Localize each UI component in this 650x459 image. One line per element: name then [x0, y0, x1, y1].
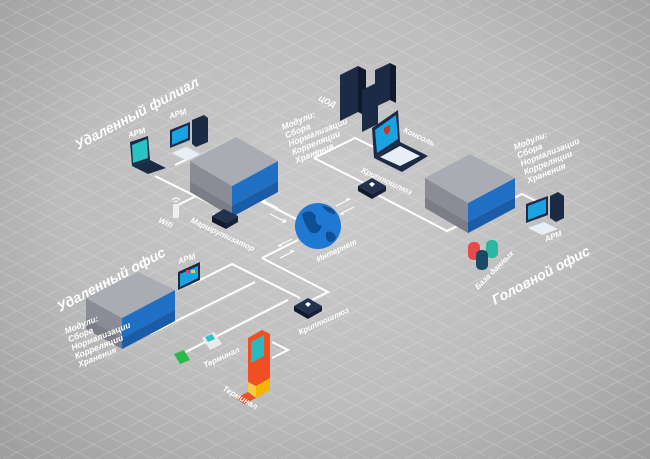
arm-desktop-head-icon: [526, 192, 564, 235]
region-title-head-office: Головной офис: [489, 242, 593, 307]
arm-monitor-remote-icon: [178, 262, 200, 290]
data-center-icon: [340, 63, 396, 132]
server-branch: [190, 137, 278, 217]
server-head-office: [425, 154, 515, 233]
label-arm-remote: АРМ: [176, 252, 197, 266]
database-icon: [468, 240, 498, 270]
console-laptop-icon: [372, 110, 428, 172]
label-cod: ЦОД: [317, 94, 337, 110]
crypto-gateway-bottom-icon: [294, 298, 322, 319]
wifi-access-point-icon: [171, 197, 181, 218]
modules-label-head: Модули: Сбора Нормализации Корреляции Хр…: [512, 129, 582, 185]
label-arm-desktop: АРМ: [167, 107, 188, 121]
label-console: Консоль: [402, 126, 436, 148]
label-wifi: Wifi: [157, 216, 175, 231]
pos-terminal-icon: [202, 332, 222, 350]
traffic-arrows: [261, 198, 355, 259]
server-remote-office: [86, 272, 175, 349]
connection-lines: [149, 136, 537, 359]
arm-laptop-branch-icon: [130, 136, 166, 174]
router-icon: [212, 209, 238, 229]
kiosk-terminal-icon: [236, 330, 270, 404]
crypto-gateway-top-icon: [358, 178, 386, 199]
label-terminal-pos: Терминал: [202, 345, 241, 370]
arm-desktop-branch-icon: [170, 115, 208, 160]
internet-globe-icon: [295, 203, 341, 249]
cash-icon: [174, 350, 190, 364]
